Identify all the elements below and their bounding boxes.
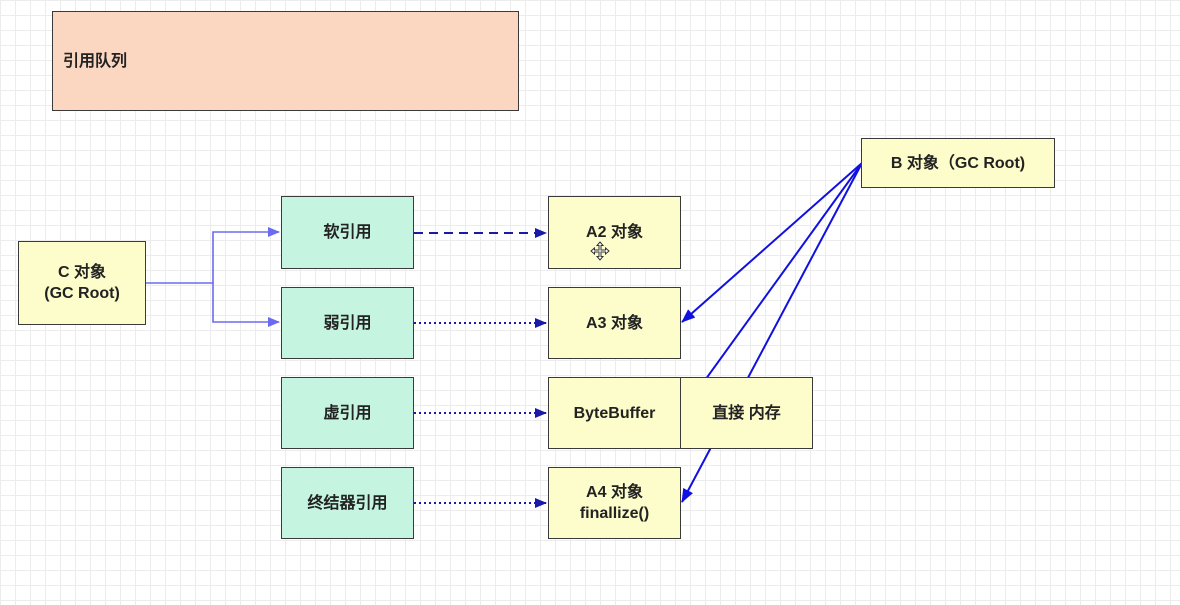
direct-memory: 直接 内存 xyxy=(680,377,813,449)
edge-c-to-soft xyxy=(146,227,280,284)
a4-object-label: A4 对象 xyxy=(586,484,643,501)
reference-queue: 引用队列 xyxy=(52,11,519,111)
c-object-gc-root-label: (GC Root) xyxy=(44,285,120,302)
reference-queue-label: 引用队列 xyxy=(63,52,128,70)
a2-object-label: A2 对象 xyxy=(586,224,643,241)
a4-object: A4 对象 finallize() xyxy=(548,467,681,539)
edge-c-to-weak xyxy=(212,283,280,327)
c-object-label: C 对象 xyxy=(57,264,106,281)
a3-object: A3 对象 xyxy=(548,287,681,359)
weak-reference-label: 弱引用 xyxy=(323,314,372,332)
bytebuffer-label: ByteBuffer xyxy=(573,404,656,422)
direct-memory-label: 直接 内存 xyxy=(712,404,781,422)
a2-object: A2 对象 xyxy=(548,196,681,269)
c-object-gc-root: C 对象 (GC Root) xyxy=(18,241,146,325)
b-object-label: B 对象（GC Root) xyxy=(890,154,1026,172)
finalizer-reference: 终结器引用 xyxy=(281,467,414,539)
move-cursor-icon xyxy=(590,241,610,261)
edge-b-to-bytebuffer xyxy=(681,162,863,413)
b-object-gc-root: B 对象（GC Root) xyxy=(861,138,1055,188)
bytebuffer-object: ByteBuffer xyxy=(548,377,681,449)
edge-b-to-a3 xyxy=(681,162,863,323)
phantom-reference: 虚引用 xyxy=(281,377,414,449)
soft-reference-label: 软引用 xyxy=(323,224,372,241)
phantom-reference-label: 虚引用 xyxy=(323,404,372,422)
finalizer-reference-label: 终结器引用 xyxy=(307,494,388,512)
a3-object-label: A3 对象 xyxy=(586,314,643,332)
a4-finalize-label: finallize() xyxy=(579,505,650,522)
weak-reference: 弱引用 xyxy=(281,287,414,359)
soft-reference: 软引用 xyxy=(281,196,414,269)
edge-b-to-a4 xyxy=(681,162,863,503)
